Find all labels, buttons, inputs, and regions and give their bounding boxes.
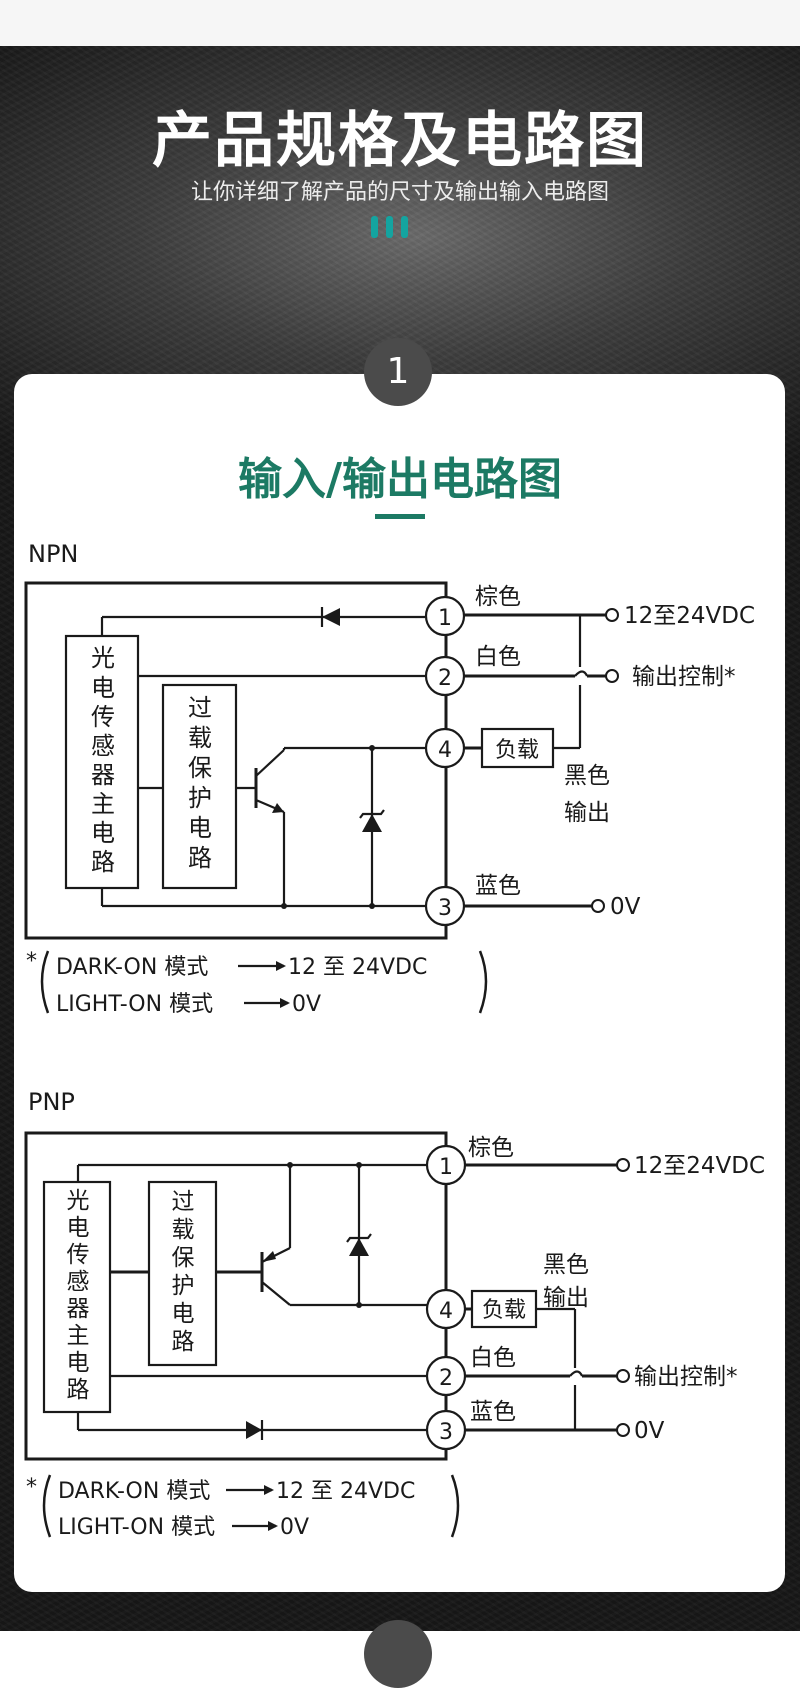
- npn-main-char: 主: [91, 790, 115, 818]
- pnp-wire-brown: 棕色: [468, 1135, 514, 1161]
- npn-main-char: 传: [91, 703, 115, 731]
- npn-load-label: 负载: [495, 738, 539, 763]
- npn-main-char: 感: [91, 732, 115, 760]
- pnp-load-box: [470, 1289, 538, 1329]
- npn-protect-char: 载: [188, 724, 212, 752]
- npn-note-star: *: [26, 949, 37, 974]
- npn-main-char: 器: [91, 761, 115, 789]
- pnp-protect-char: 过: [172, 1189, 195, 1215]
- npn-main-char: 光: [91, 644, 115, 672]
- pnp-protect-char: 保: [172, 1245, 195, 1271]
- page-subtitle: 让你详细了解产品的尺寸及输出输入电路图: [190, 180, 609, 205]
- npn-note-light: LIGHT-ON 模式: [56, 992, 213, 1017]
- npn-terminal-label: 1: [438, 606, 452, 631]
- pnp-protect-char: 路: [172, 1329, 195, 1355]
- npn-main-char: 电: [91, 819, 115, 847]
- npn-supply: 12至24VDC: [624, 603, 755, 629]
- pnp-main-char: 感: [67, 1269, 90, 1295]
- npn-output-control: 输出控制*: [632, 664, 736, 690]
- pnp-note-dark: DARK-ON 模式: [58, 1479, 210, 1504]
- npn-diagram: [24, 581, 619, 1014]
- pnp-zener-icon: [349, 1238, 369, 1256]
- pnp-wire-black: 黑色: [543, 1252, 589, 1278]
- pnp-main-char: 电: [67, 1215, 90, 1241]
- npn-protect-char: 路: [188, 844, 212, 872]
- pnp-main-char: 路: [67, 1377, 90, 1403]
- content-card: [14, 374, 785, 1592]
- npn-main-char: 电: [91, 674, 115, 702]
- pnp-label: PNP: [28, 1088, 75, 1116]
- npn-terminal-label: 4: [438, 738, 452, 763]
- npn-note-dark-value: 12 至 24VDC: [288, 955, 427, 980]
- pnp-protect-char: 护: [172, 1273, 195, 1299]
- section-underline: [375, 514, 425, 519]
- page-title: 产品规格及电路图: [152, 106, 648, 176]
- pnp-terminal-label: 2: [439, 1366, 453, 1391]
- circuit-diagrams: NPN 光 电 传 感 器 主 电 路 过 载 保 护 电 路 1 2 4 3 …: [24, 540, 765, 1540]
- pnp-note-star: *: [26, 1475, 37, 1500]
- npn-wire-brown: 棕色: [475, 584, 521, 610]
- npn-wire-black-output: 输出: [564, 800, 610, 826]
- step-badge: 1: [364, 338, 432, 406]
- pnp-output-control: 输出控制*: [634, 1364, 738, 1390]
- pnp-main-char: 电: [67, 1350, 90, 1376]
- pnp-main-char: 光: [67, 1188, 90, 1214]
- section-title: 输入/输出电路图: [237, 454, 563, 505]
- npn-zener-icon: [362, 814, 382, 832]
- npn-main-char: 路: [91, 848, 115, 876]
- pnp-wire-white: 白色: [470, 1345, 516, 1371]
- pnp-note-dark-value: 12 至 24VDC: [276, 1479, 415, 1504]
- pnp-diagram: [24, 1131, 630, 1538]
- pnp-main-char: 传: [67, 1242, 90, 1268]
- npn-wire-black: 黑色: [564, 763, 610, 789]
- pnp-ground: 0V: [634, 1418, 665, 1444]
- pnp-load-label: 负载: [482, 1298, 526, 1323]
- pnp-note-light-value: 0V: [280, 1515, 309, 1540]
- npn-protect-char: 电: [188, 814, 212, 842]
- npn-protect-char: 过: [188, 694, 212, 722]
- pnp-supply: 12至24VDC: [634, 1153, 765, 1179]
- pnp-terminal-label: 4: [439, 1299, 453, 1324]
- npn-note-dark: DARK-ON 模式: [56, 955, 208, 980]
- npn-protect-char: 保: [188, 754, 212, 782]
- pnp-wire-blue: 蓝色: [470, 1399, 516, 1425]
- top-strip: [0, 0, 800, 46]
- pnp-terminal-label: 3: [439, 1420, 453, 1445]
- npn-terminal-label: 2: [438, 666, 452, 691]
- pnp-main-char: 器: [67, 1296, 90, 1322]
- npn-protect-char: 护: [188, 784, 212, 812]
- npn-wire-white: 白色: [475, 644, 521, 670]
- npn-wire-blue: 蓝色: [475, 873, 521, 899]
- pnp-diode-icon: [246, 1421, 262, 1439]
- pnp-terminal-label: 1: [439, 1155, 453, 1180]
- decorative-bars: [371, 216, 408, 238]
- pnp-wire-black-output: 输出: [543, 1285, 589, 1311]
- pnp-main-char: 主: [67, 1323, 90, 1349]
- pnp-note-light: LIGHT-ON 模式: [58, 1515, 215, 1540]
- npn-diode-icon: [322, 608, 340, 626]
- pnp-protect-char: 电: [172, 1301, 195, 1327]
- npn-label: NPN: [28, 540, 78, 568]
- pnp-protect-char: 载: [172, 1217, 195, 1243]
- npn-protection-box: [161, 683, 238, 890]
- npn-note-light-value: 0V: [292, 992, 321, 1017]
- npn-terminal-label: 3: [438, 896, 452, 921]
- npn-ground: 0V: [610, 894, 641, 920]
- npn-load-box: [480, 727, 555, 769]
